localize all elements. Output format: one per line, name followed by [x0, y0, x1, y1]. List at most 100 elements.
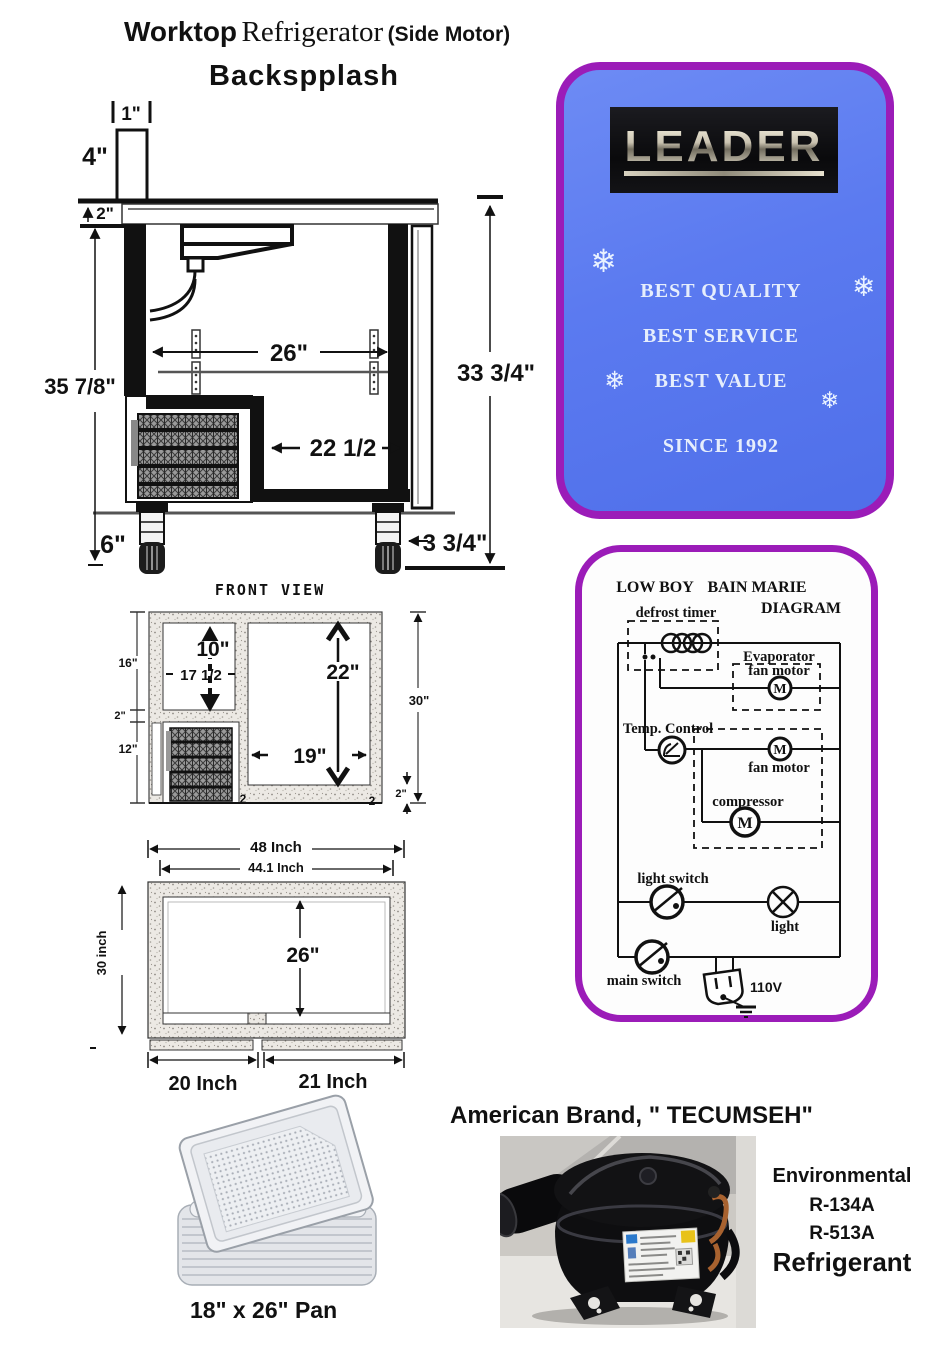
valve — [708, 1186, 720, 1198]
page-title: Worktop Refrigerator (Side Motor) — [124, 16, 510, 49]
dim-left-bottom: 12" — [118, 742, 137, 756]
caster-rear — [372, 503, 404, 574]
circuit-wires — [617, 642, 841, 974]
wiring-title-right: BAIN MARIE — [707, 579, 806, 596]
label-fan-motor: fan motor — [748, 760, 810, 776]
evaporator-fan-motor-symbol — [767, 675, 793, 701]
plug-symbol — [702, 968, 744, 1006]
compressor-label-sticker — [622, 1227, 700, 1283]
dim-44 — [159, 860, 394, 876]
compressor-motor-symbol — [729, 806, 761, 838]
wiring-title-left: LOW BOY — [616, 579, 694, 596]
label-evaporator: Evaporator — [743, 649, 815, 665]
leader-logo-underline — [623, 170, 825, 176]
main-switch-symbol — [634, 939, 670, 975]
photo-edge — [736, 1136, 756, 1328]
front-view-drawing: FRONT VIEW 16" 2" 1 — [108, 581, 433, 814]
title-note: (Side Motor) — [387, 23, 511, 46]
photo-highlight — [500, 1136, 610, 1194]
dim-overall-height: 35 7/8" — [44, 374, 116, 399]
defrost-timer-coil — [660, 632, 713, 654]
subtitle-backsplash: Backspplash — [209, 60, 399, 92]
refrigerant-r134a: R-134A — [809, 1195, 875, 1216]
motor-letter: M — [773, 682, 786, 697]
dim-backsplash-width: 1" — [121, 104, 141, 125]
compressor-compartment — [125, 395, 410, 503]
compressor-feet — [570, 1286, 716, 1320]
front-view-structure — [148, 611, 383, 804]
ground-symbol — [724, 997, 756, 1018]
leader-logo-text: LEADER — [624, 121, 824, 171]
wiring-diagram: M M M — [607, 579, 841, 1018]
snowflake-icon: ❄ — [852, 270, 876, 303]
badge-line-since: SINCE 1992 — [662, 435, 780, 457]
bottom-mark-right: 2 — [369, 794, 376, 808]
badge-line-service: BEST SERVICE — [643, 325, 799, 347]
evaporator-housing — [149, 224, 294, 322]
dashed-boxes — [627, 620, 823, 849]
plan-structure — [147, 881, 406, 1051]
wiring-diagram-badge — [575, 545, 878, 1022]
front-right-dim — [404, 611, 433, 804]
dim-inner-top-height: 10" — [196, 638, 229, 661]
leader-brand-badge: LEADER BEST QUALITY BEST SERVICE BEST VA… — [556, 62, 894, 519]
dim-lower-depth: 22 1/2 — [310, 435, 377, 462]
label-voltage: 110V — [750, 979, 783, 995]
dim-shelf-width: 26" — [270, 340, 308, 367]
dim-depth-label: 30 inch — [94, 931, 109, 976]
caster-front — [136, 503, 168, 574]
light-symbol — [766, 885, 800, 919]
dim-left-door: 20 Inch — [169, 1073, 238, 1095]
label-light: light — [771, 919, 799, 935]
dim-backsplash-height: 4" — [82, 143, 108, 171]
label-compressor: compressor — [712, 794, 784, 810]
dim-depth — [90, 885, 127, 1049]
door-panel — [388, 224, 434, 510]
dim-rear-clearance: 3 3/4" — [423, 530, 488, 557]
dim-left-mid: 2" — [114, 710, 125, 722]
copper-tubes — [707, 1194, 729, 1273]
refrigerant-r513a: R-513A — [809, 1223, 875, 1244]
dim-doors — [147, 1052, 405, 1068]
label-defrost-timer: defrost timer — [636, 605, 717, 621]
dim-overall-width: 48 Inch — [250, 839, 302, 856]
dim-left-top: 16" — [118, 656, 137, 670]
contact-dot — [642, 654, 648, 660]
snowflake-icon: ❄ — [820, 388, 840, 414]
dim-worktop-thickness: 2" — [96, 204, 114, 223]
front-left-dims — [108, 611, 145, 804]
dim-right-door: 21 Inch — [299, 1071, 368, 1093]
dim-right-height: 30" — [409, 693, 430, 708]
title-secondary: Refrigerator — [241, 16, 384, 48]
dim-door-height: 33 3/4" — [457, 360, 535, 387]
badge-line-value: BEST VALUE — [654, 370, 788, 392]
dim-main-height: 22" — [326, 661, 359, 684]
dim-main-width: 19" — [293, 745, 326, 768]
wiring-title-diagram: DIAGRAM — [761, 600, 841, 617]
snowflake-icon: ❄ — [590, 242, 617, 280]
refrigerant-info: Environmental R-134A R-513A Refrigerant — [752, 1165, 932, 1278]
fan-motor-symbol — [767, 736, 793, 762]
label-bg — [196, 641, 226, 658]
shelf-pilasters — [158, 329, 390, 395]
side-view-drawing: 1" 4" 2" — [44, 101, 535, 574]
temp-control-symbol — [657, 735, 687, 765]
dim-right-bottom: 2" — [395, 788, 406, 800]
leader-logo: LEADER — [610, 107, 838, 193]
label-main-switch: main switch — [607, 973, 682, 989]
badge-line-quality: BEST QUALITY — [640, 280, 802, 302]
bottom-mark-left: 2 — [240, 792, 247, 806]
refrigerant-label: Refrigerant — [772, 1247, 912, 1277]
dim-10-arrow — [200, 626, 220, 712]
left-wall — [124, 224, 146, 396]
snowflake-icon: ❄ — [604, 366, 625, 395]
tecumseh-heading: American Brand, " TECUMSEH" — [450, 1102, 813, 1129]
compressor-photo — [500, 1136, 756, 1328]
pan-caption: 18" x 26" Pan — [190, 1297, 338, 1323]
dim-interior-width: 44.1 Inch — [248, 860, 304, 875]
dim-interior-depth: 26" — [286, 944, 319, 967]
front-view-title: FRONT VIEW — [215, 581, 325, 599]
label-temp-control: Temp. Control — [623, 721, 713, 737]
motor-letter: M — [773, 743, 786, 758]
